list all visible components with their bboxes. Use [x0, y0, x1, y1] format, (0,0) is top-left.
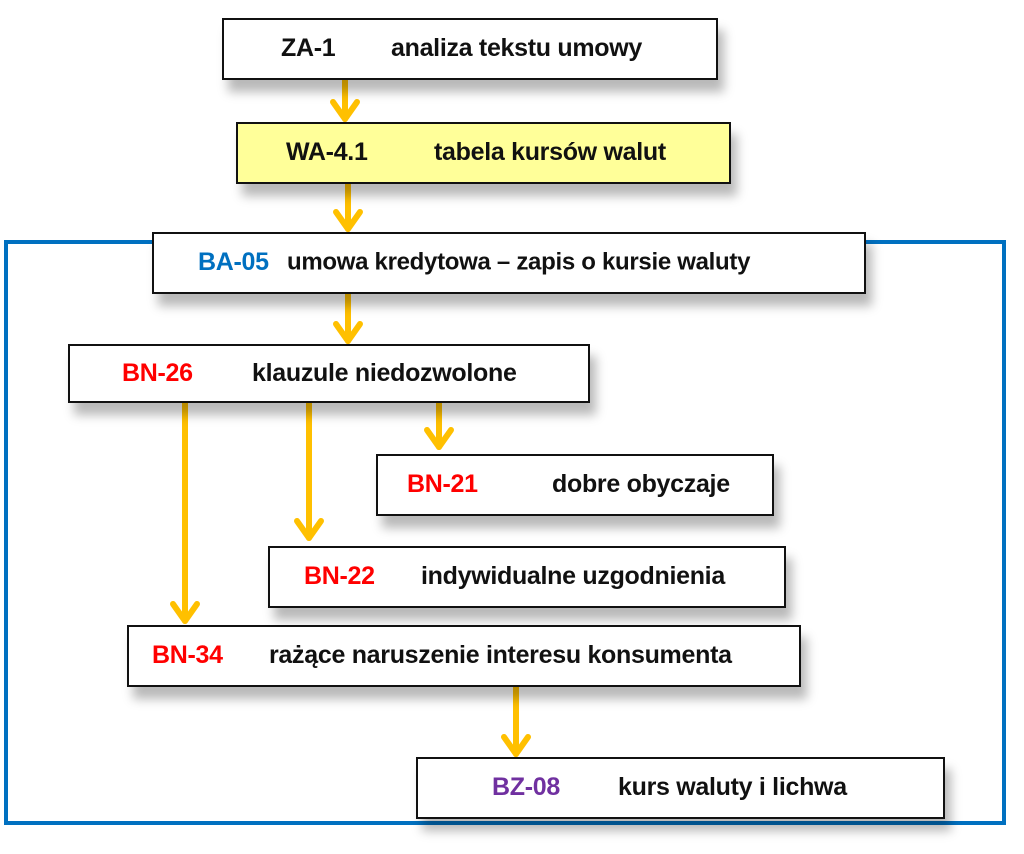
node-bn-26: BN-26 klauzule niedozwolone — [68, 344, 590, 403]
node-label: dobre obyczaje — [552, 469, 730, 498]
node-bn-34: BN-34 rażące naruszenie interesu konsume… — [127, 625, 801, 687]
node-label: rażące naruszenie interesu konsumenta — [269, 640, 732, 669]
node-code: BZ-08 — [492, 772, 560, 801]
arrow-za1-to-wa41 — [330, 77, 360, 122]
group-frame — [4, 240, 1006, 825]
node-label: kurs waluty i lichwa — [618, 772, 847, 801]
node-ba-05: BA-05 umowa kredytowa – zapis o kursie w… — [152, 232, 866, 294]
node-label: umowa kredytowa – zapis o kursie waluty — [287, 248, 751, 276]
node-code: BN-22 — [304, 561, 375, 590]
node-code: BA-05 — [198, 247, 269, 276]
node-bn-21: BN-21 dobre obyczaje — [376, 454, 774, 516]
node-label: indywidualne uzgodnienia — [421, 561, 725, 590]
node-bz-08: BZ-08 kurs waluty i lichwa — [416, 757, 945, 819]
node-za-1: ZA-1 analiza tekstu umowy — [222, 18, 718, 80]
node-label: tabela kursów walut — [434, 137, 666, 166]
node-code: BN-26 — [122, 358, 193, 387]
node-bn-22: BN-22 indywidualne uzgodnienia — [268, 546, 786, 608]
node-code: WA-4.1 — [286, 137, 368, 166]
node-wa-4-1: WA-4.1 tabela kursów walut — [236, 122, 731, 184]
node-code: BN-21 — [407, 469, 478, 498]
node-code: BN-34 — [152, 640, 223, 669]
node-label: klauzule niedozwolone — [252, 358, 517, 387]
arrow-wa41-to-ba05 — [333, 181, 363, 232]
node-label: analiza tekstu umowy — [391, 33, 643, 62]
node-code: ZA-1 — [281, 33, 336, 62]
